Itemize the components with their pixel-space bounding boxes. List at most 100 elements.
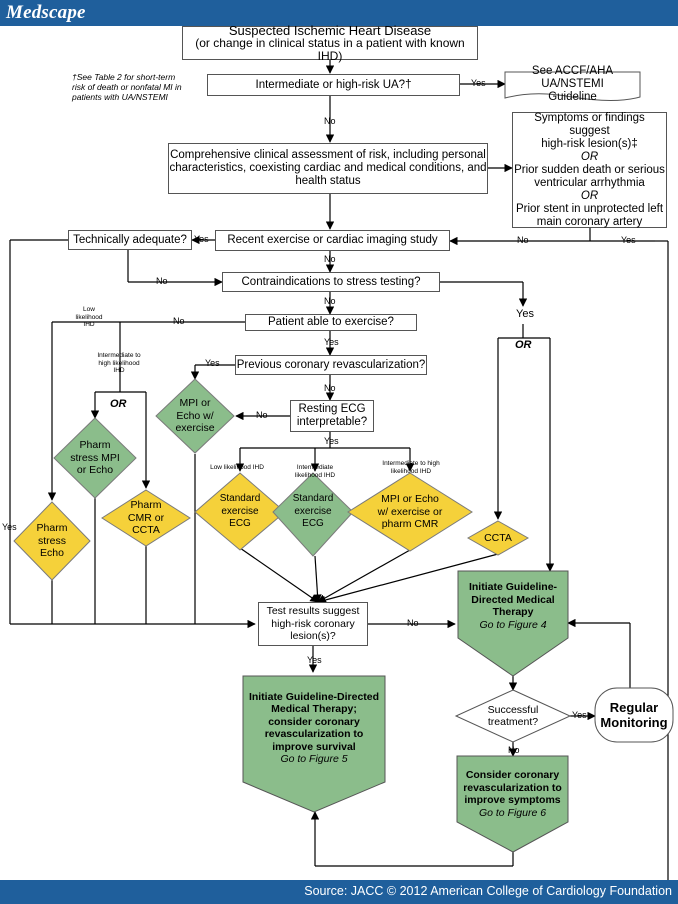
label-or-right: OR — [515, 339, 532, 351]
std-ecg-int-text: Standard exercise ECG — [275, 492, 351, 532]
gdmt-left-title: Initiate Guideline-Directed Medical Ther… — [248, 690, 380, 753]
std-ecg-low-line-2: exercise — [221, 505, 259, 517]
diamond-pharm-stress-mpi — [53, 417, 137, 499]
contra-question: Contraindications to stress testing? — [241, 275, 421, 288]
high-risk-findings-box: Symptoms or findings suggest high-risk l… — [512, 112, 667, 228]
results-line-1: Test results suggest — [266, 605, 360, 618]
symptoms-or-2: OR — [580, 189, 599, 202]
mpi-echo-line-2: Echo w/ — [176, 409, 214, 422]
symptoms-or-1: OR — [580, 150, 599, 163]
prev-revasc-box: Previous coronary revascularization? — [235, 355, 427, 375]
tech-question: Technically adequate? — [73, 233, 187, 246]
start-box: Suspected Ischemic Heart Disease (or cha… — [182, 22, 478, 63]
consider-goto: Go to Figure 6 — [478, 806, 547, 819]
footnote-table-2: †See Table 2 for short-term risk of deat… — [72, 72, 182, 102]
label-tech-no: No — [156, 276, 168, 286]
label-able-yes: Yes — [324, 337, 339, 347]
gdmt-right-text: Initiate Guideline-Directed Medical Ther… — [460, 578, 566, 634]
diamond-pharm-cmr-ccta — [101, 489, 191, 547]
label-int-high-likelihood-left: Intermediate to high likelihood IHD — [97, 352, 141, 374]
successful-line-2: treatment? — [487, 716, 539, 728]
consider-text: Consider coronary revascularization to i… — [459, 764, 566, 824]
pharm-mpi-line-3: or Echo — [76, 464, 114, 477]
see-guideline-shape — [504, 71, 641, 101]
label-resting-no: No — [256, 410, 268, 420]
successful-treatment-text: Successful treatment? — [470, 702, 556, 730]
results-line-2: high-risk coronary — [271, 617, 355, 630]
consider-title: Consider coronary revascularization to i… — [463, 769, 562, 806]
recent-study-box: Recent exercise or cardiac imaging study — [215, 230, 450, 251]
label-left-yes: Yes — [2, 522, 17, 532]
mpi-echo-pharm-cmr-text: MPI or Echo w/ exercise or pharm CMR — [355, 492, 465, 532]
diamond-pharm-stress-echo — [13, 501, 91, 581]
label-tech-yes: Yes — [194, 234, 209, 244]
ccta-text: CCTA — [470, 530, 526, 546]
ua-box: Intermediate or high-risk UA?† — [207, 74, 460, 96]
label-int-high-likelihood-right: Intermediate to high likelihood IHD — [382, 460, 440, 475]
diamond-mpi-echo-pharm-cmr — [347, 472, 473, 552]
label-ua-no: No — [324, 116, 336, 126]
std-ecg-int-line-1: Standard — [292, 493, 334, 505]
header-bar: Medscape — [0, 0, 678, 26]
pentagon-gdmt-left — [242, 675, 386, 813]
symptoms-line-2: high-risk lesion(s)‡ — [541, 137, 638, 150]
footer-bar: Source: JACC © 2012 American College of … — [0, 880, 678, 904]
pharm-echo-line-3: Echo — [40, 547, 64, 560]
regular-monitoring-shape — [594, 687, 674, 743]
pharm-cmr-line-3: CCTA — [132, 524, 160, 537]
flowchart-connectors — [9, 60, 674, 880]
assess-line-3: health status — [295, 175, 361, 187]
label-prev-yes: Yes — [205, 358, 220, 368]
diamond-ccta — [466, 520, 530, 556]
diamond-std-ecg-int — [272, 472, 354, 557]
assess-line-2: characteristics, coexisting cardiac and … — [169, 162, 487, 174]
able-to-exercise-box: Patient able to exercise? — [245, 314, 417, 331]
mpi-echo-line-1: MPI or — [179, 397, 211, 410]
results-line-3: lesion(s)? — [290, 630, 336, 643]
symptoms-line-3: Prior sudden death or serious — [514, 163, 665, 176]
std-ecg-int-line-2: exercise — [294, 505, 332, 517]
mpi-echo-line-3: exercise — [175, 422, 215, 435]
gdmt-left-text: Initiate Guideline-Directed Medical Ther… — [248, 680, 380, 776]
std-ecg-low-text: Standard exercise ECG — [200, 492, 280, 532]
symptoms-line-5: Prior stent in unprotected left — [515, 202, 664, 215]
symptoms-line-6: main coronary artery — [536, 215, 643, 228]
diamond-successful — [454, 689, 572, 743]
label-successful-no: No — [508, 745, 520, 755]
label-or-left: OR — [110, 398, 127, 410]
std-ecg-low-line-1: Standard — [219, 493, 261, 505]
resting-ecg-box: Resting ECG interpretable? — [290, 400, 374, 432]
clinical-assessment-box: Comprehensive clinical assessment of ris… — [168, 143, 488, 194]
start-subtitle: (or change in clinical status in a patie… — [195, 35, 465, 63]
technically-adequate-box: Technically adequate? — [68, 230, 192, 250]
regular-line-2: Monitoring — [600, 715, 668, 730]
mpi-pharm-line-1: MPI or Echo — [381, 493, 439, 506]
pharm-stress-echo-text: Pharm stress Echo — [16, 521, 88, 561]
resting-line-2: interpretable? — [296, 416, 368, 428]
ccta-line: CCTA — [484, 531, 512, 544]
see-line-1: See ACCF/AHA UA/NSTEMI — [531, 64, 614, 90]
label-prev-no: No — [324, 383, 336, 393]
label-recent-no: No — [324, 254, 336, 264]
assess-line-1: Comprehensive clinical assessment of ris… — [170, 149, 486, 161]
label-symptoms-no: No — [517, 235, 529, 245]
pentagon-gdmt-right — [457, 570, 569, 677]
resting-line-1: Resting ECG — [298, 403, 366, 415]
std-ecg-int-line-3: ECG — [302, 518, 324, 530]
gdmt-left-goto: Go to Figure 5 — [280, 753, 348, 765]
start-title: Suspected Ischemic Heart Disease — [228, 22, 432, 38]
medscape-logo: Medscape — [6, 2, 86, 23]
see-guideline-text: See ACCF/AHA UA/NSTEMI Guideline — [505, 65, 640, 103]
label-resting-yes: Yes — [324, 436, 339, 446]
regular-monitoring-text: Regular Monitoring — [595, 690, 673, 740]
label-contra-yes: Yes — [516, 308, 534, 320]
diamond-mpi-echo-exercise — [155, 378, 235, 454]
pentagon-consider — [456, 755, 569, 853]
recent-question: Recent exercise or cardiac imaging study — [227, 234, 438, 246]
label-low-likelihood-mid: Low likelihood IHD — [210, 464, 264, 471]
mpi-pharm-line-2: w/ exercise or — [377, 505, 443, 518]
gdmt-right-title: Initiate Guideline-Directed Medical Ther… — [468, 581, 558, 618]
label-results-yes: Yes — [307, 655, 322, 665]
flowchart: †See Table 2 for short-term risk of deat… — [0, 22, 678, 880]
symptoms-line-4: ventricular arrhythmia — [534, 176, 645, 189]
